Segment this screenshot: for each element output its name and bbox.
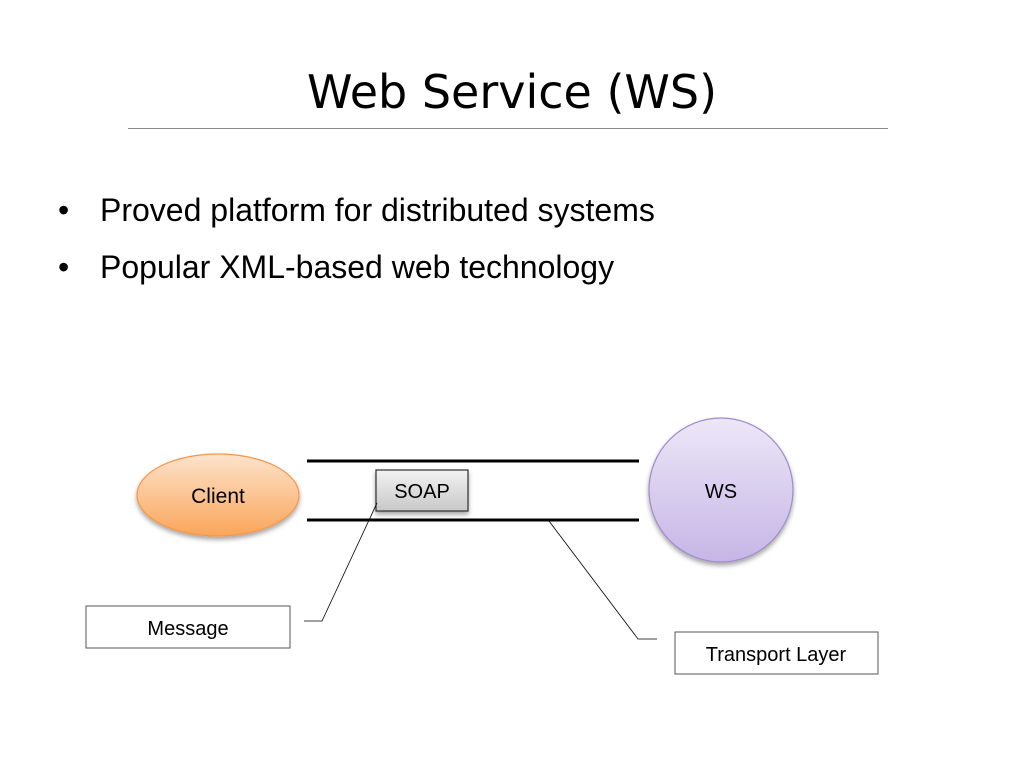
bullet-dot-icon: •	[58, 192, 70, 228]
message-leader-line	[304, 502, 378, 622]
bullet-text: Popular XML-based web technology	[100, 249, 615, 285]
soap-label: SOAP	[394, 481, 450, 503]
slide-title: Web Service (WS)	[306, 65, 718, 119]
bullet-item: • Proved platform for distributed system…	[58, 186, 655, 243]
client-node: Client	[136, 453, 300, 537]
message-box	[85, 605, 291, 649]
message-label: Message	[147, 618, 228, 640]
transport-callout: Transport Layer	[548, 520, 879, 675]
ws-circle	[648, 417, 794, 563]
title-divider	[128, 128, 888, 129]
ws-node: WS	[648, 417, 794, 563]
client-ellipse	[136, 453, 300, 537]
ws-label: WS	[705, 481, 737, 503]
bullet-list: • Proved platform for distributed system…	[58, 186, 655, 300]
soap-box	[375, 469, 469, 512]
transport-box	[674, 631, 879, 675]
bullet-text: Proved platform for distributed systems	[100, 192, 655, 228]
bullet-dot-icon: •	[58, 249, 70, 285]
transport-leader-line	[548, 520, 657, 640]
transport-label: Transport Layer	[706, 644, 847, 666]
bullet-item: • Popular XML-based web technology	[58, 243, 655, 300]
soap-node: SOAP	[375, 469, 469, 512]
message-callout: Message	[85, 502, 378, 649]
client-label: Client	[191, 485, 245, 508]
